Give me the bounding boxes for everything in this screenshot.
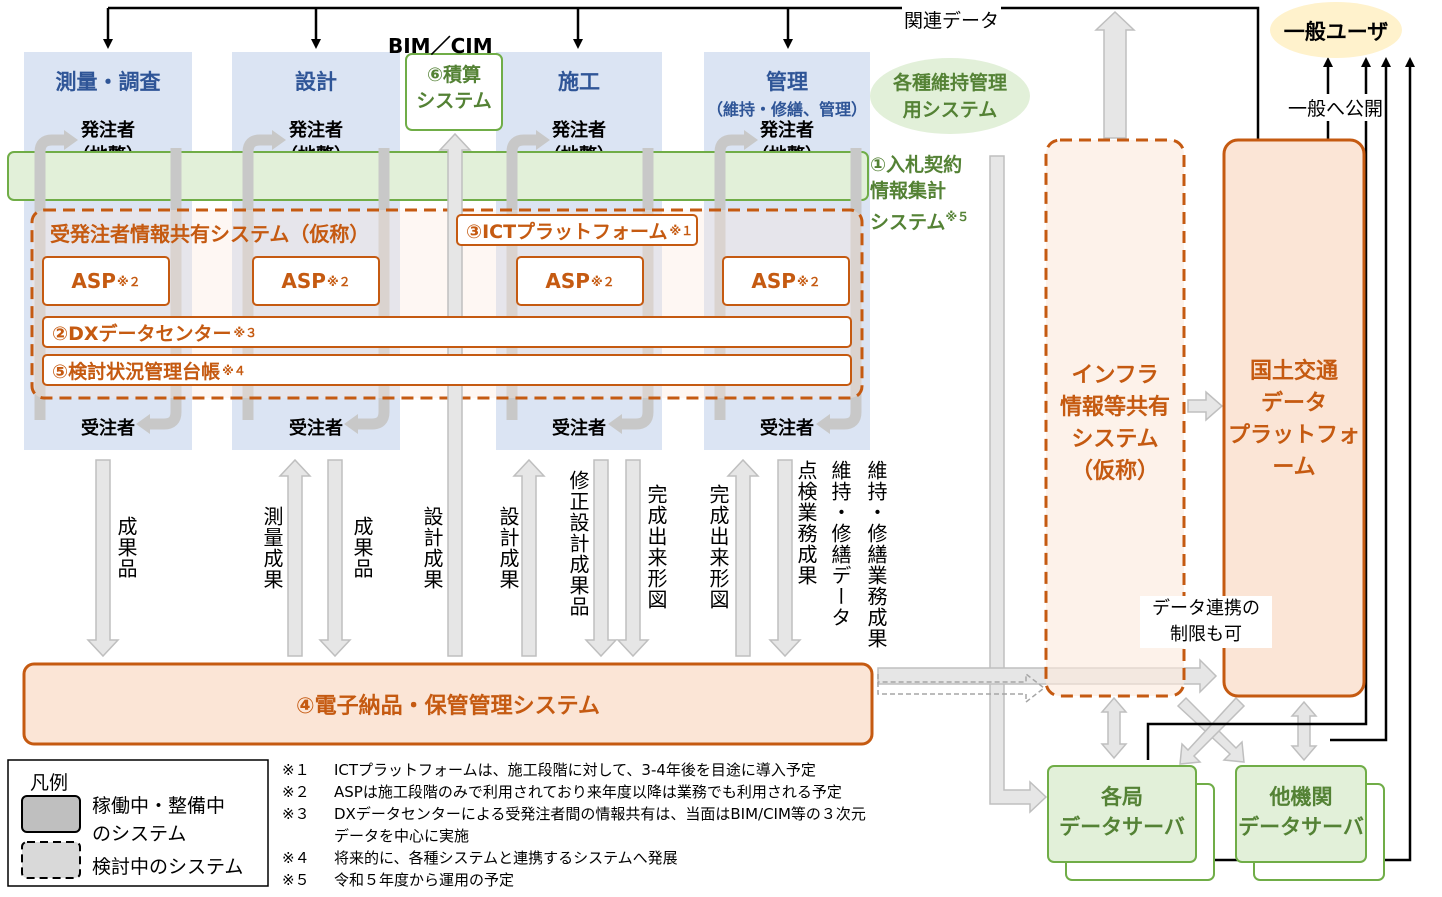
flow-label: 維持・修繕データ <box>828 460 852 628</box>
column-title: 施工 <box>558 70 600 94</box>
related-data-label: 関連データ <box>902 6 1002 33</box>
sekisan-box <box>405 53 503 131</box>
general-user-ellipse <box>1270 2 1402 58</box>
asp-box-design: ASP※２ <box>252 256 380 306</box>
other-server-label: 他機関 データサーバ <box>1238 785 1364 839</box>
column-title: 管理 <box>766 70 808 94</box>
contractor-label: 受注者 <box>552 418 606 439</box>
footnote: ※４ 将来的に、各種システムと連携するシステムへ発展 <box>282 848 678 868</box>
footnote-text: データを中心に実施 <box>334 827 470 845</box>
flow-label: 完成出来形図 <box>706 484 730 610</box>
flow-label: 成果品 <box>350 516 374 579</box>
related-data-line <box>103 6 1260 140</box>
public-release-label: 一般へ公開 <box>1288 94 1384 121</box>
footnote-text: ASPは施工段階のみで利用されており来年度以降は業務でも利用される予定 <box>334 783 842 801</box>
column-title: 設計 <box>295 70 337 94</box>
flow-label: 点検業務成果 <box>794 460 818 586</box>
flow-label: 維持・修繕業務成果 <box>864 460 888 649</box>
loop-arrows <box>34 134 862 430</box>
contractor-label: 受注者 <box>289 418 343 439</box>
footnote: ※３ DXデータセンターによる受発注者間の情報共有は、当面はBIM/CIM等の３次… <box>282 804 866 824</box>
bim-cim-label: BIM／CIM <box>388 34 493 58</box>
asp-note: ※２ <box>796 274 821 289</box>
footnote-mark: ※１ <box>282 761 310 779</box>
footnote-text: 令和５年度から運用の予定 <box>334 871 515 889</box>
footnote: ※２ ASPは施工段階のみで利用されており来年度以降は業務でも利用される予定 <box>282 782 842 802</box>
bid-system-strip <box>7 151 869 201</box>
legend-active-label: 稼働中・整備中 のシステム <box>92 795 226 845</box>
bid-system-label: ①入札契約 情報集計 システム※５ <box>870 152 969 235</box>
loop-arrowheads <box>64 130 830 434</box>
asp-label: ASP <box>71 269 116 293</box>
asp-note: ※２ <box>326 274 351 289</box>
shared-system-outline <box>30 208 864 400</box>
dashed-flow-arrow <box>877 672 1046 704</box>
dx-center-label: ②DXデータセンター <box>52 322 232 345</box>
dx-center-box: ②DXデータセンター※３ <box>42 316 852 348</box>
asp-note: ※２ <box>590 274 615 289</box>
footnote-mark: ※４ <box>282 849 310 867</box>
shared-system-title: 受発注者情報共有システム（仮称） <box>50 222 370 246</box>
sekisan-label: ⑥積算 システム <box>416 64 492 112</box>
footnote-text: 将来的に、各種システムと連携するシステムへ発展 <box>334 849 678 867</box>
review-ledger-note: ※４ <box>222 363 246 378</box>
footnote-text: DXデータセンターによる受発注者間の情報共有は、当面はBIM/CIM等の３次元 <box>334 805 866 823</box>
asp-label: ASP <box>751 269 796 293</box>
infra-system-label: インフラ 情報等共有 システム （仮称） <box>1059 363 1170 484</box>
bureau-server-label: 各局 データサーバ <box>1059 785 1185 839</box>
column-title: 測量・調査 <box>55 70 161 94</box>
ict-platform-note: ※１ <box>669 223 694 238</box>
footnote: ※５ 令和５年度から運用の予定 <box>282 870 514 890</box>
asp-label: ASP <box>281 269 326 293</box>
footnote: ※１ ICTプラットフォームは、施工段階に対して、3-4年後を目途に導入予定 <box>282 760 816 780</box>
column-subtitle: （維持・修繕、管理） <box>706 100 867 119</box>
asp-note: ※２ <box>116 274 141 289</box>
bid-system-note: ※５ <box>945 210 970 224</box>
electronic-delivery-label: ④電子納品・保管管理システム <box>296 694 600 719</box>
maintenance-systems-ellipse <box>870 58 1030 134</box>
ict-platform-box: ③ICTプラットフォーム※１ <box>456 214 698 246</box>
legend-active-swatch <box>21 795 81 833</box>
footnote-text: ICTプラットフォームは、施工段階に対して、3-4年後を目途に導入予定 <box>334 761 816 779</box>
flow-label: 修正設計成果品 <box>566 470 590 617</box>
general-user-label: 一般ユーザ <box>1283 20 1389 44</box>
footnote-mark: ※２ <box>282 783 310 801</box>
infra-system-box <box>1044 138 1186 698</box>
asp-box-management: ASP※２ <box>722 256 850 306</box>
legend-planned-label: 検討中のシステム <box>92 856 244 878</box>
flow-label: 成果品 <box>114 516 138 579</box>
flow-label: 測量成果 <box>260 506 284 590</box>
footnote-mark: ※５ <box>282 871 310 889</box>
ict-platform-label: ③ICTプラットフォーム <box>466 220 668 243</box>
asp-box-construction: ASP※２ <box>516 256 644 306</box>
bureau-server-box <box>1047 765 1197 863</box>
mlit-platform-label: 国土交通 データ プラットフォーム <box>1227 359 1360 480</box>
review-ledger-label: ⑤検討状況管理台帳 <box>52 360 221 383</box>
asp-box-survey: ASP※２ <box>42 256 170 306</box>
flow-label: 設計成果 <box>496 506 520 590</box>
contractor-label: 受注者 <box>760 418 814 439</box>
electronic-delivery-box <box>22 662 874 746</box>
legend-planned-swatch <box>21 841 81 879</box>
bid-system-text: ①入札契約 情報集計 システム <box>870 154 963 234</box>
flow-label: 完成出来形図 <box>644 484 668 610</box>
footnote-mark: ※３ <box>282 805 310 823</box>
dx-center-note: ※３ <box>233 325 258 340</box>
data-link-label: データ連携の 制限も可 <box>1140 596 1272 648</box>
contractor-label: 受注者 <box>81 418 135 439</box>
other-server-box <box>1235 765 1367 863</box>
flow-label: 設計成果 <box>420 506 444 590</box>
maintenance-systems-label: 各種維持管理 用システム <box>892 72 1007 121</box>
asp-label: ASP <box>545 269 590 293</box>
mlit-platform-box <box>1222 138 1366 698</box>
legend-title: 凡例 <box>30 772 69 794</box>
review-ledger-box: ⑤検討状況管理台帳※４ <box>42 354 852 386</box>
footnote: データを中心に実施 <box>282 826 469 846</box>
